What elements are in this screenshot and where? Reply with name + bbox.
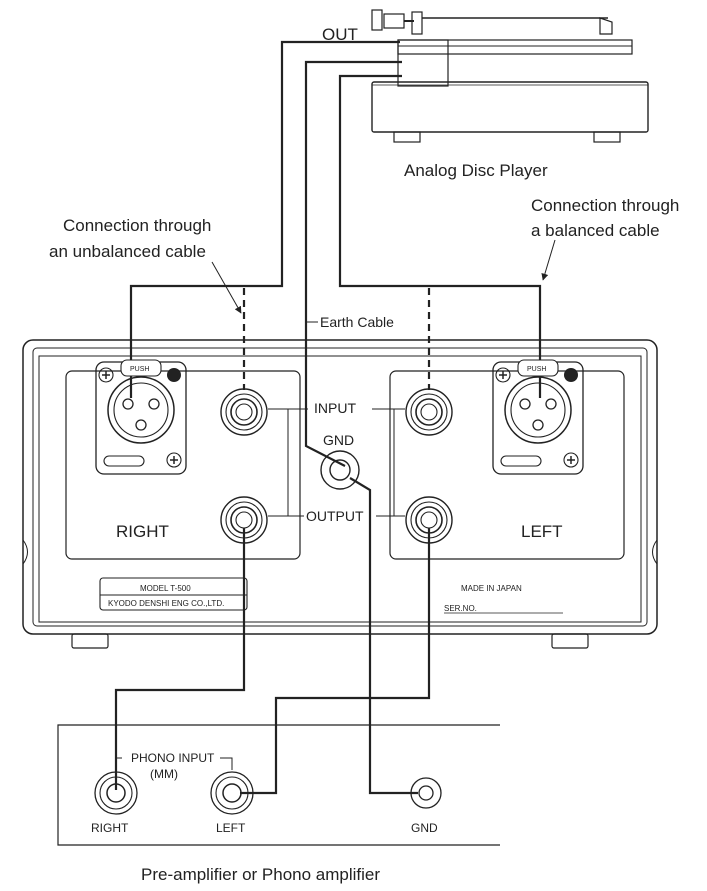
rca-input-right bbox=[220, 388, 268, 436]
amp-gnd-label: GND bbox=[411, 821, 438, 835]
left-channel-label: LEFT bbox=[521, 522, 563, 541]
t500-rear-panel bbox=[22, 339, 658, 649]
unbalanced-annotation-line1: Connection through bbox=[63, 216, 211, 235]
right-channel-label: RIGHT bbox=[116, 522, 169, 541]
unbalanced-dashed-cables bbox=[242, 288, 431, 390]
xlr-input-right bbox=[95, 359, 187, 475]
analog-disc-player-label: Analog Disc Player bbox=[404, 161, 548, 180]
analog-disc-player bbox=[371, 9, 649, 143]
rca-input-left bbox=[405, 388, 453, 436]
model-text: MODEL T-500 bbox=[140, 584, 191, 593]
gnd-terminal-device bbox=[320, 450, 360, 490]
phono-input-label: PHONO INPUT bbox=[131, 751, 215, 765]
label-leaders bbox=[268, 408, 405, 517]
amp-phono-input-left bbox=[210, 771, 254, 815]
unbalanced-annotation-line2: an unbalanced cable bbox=[49, 242, 206, 261]
out-label: OUT bbox=[322, 25, 358, 44]
output-label: OUTPUT bbox=[306, 508, 364, 524]
balanced-arrow bbox=[541, 239, 556, 281]
maker-text: KYODO DENSHI ENG CO.,LTD. bbox=[108, 599, 224, 608]
amp-right-label: RIGHT bbox=[91, 821, 129, 835]
cables bbox=[129, 40, 542, 467]
phono-mm-label: (MM) bbox=[150, 767, 178, 781]
input-label: INPUT bbox=[314, 400, 356, 416]
amp-phono-input-right bbox=[94, 771, 138, 815]
amplifier-caption: Pre-amplifier or Phono amplifier bbox=[141, 865, 380, 884]
serial-number-label: SER.NO. bbox=[444, 604, 477, 613]
unbalanced-arrow bbox=[211, 261, 242, 314]
phono-input-bracket bbox=[115, 757, 233, 770]
made-in-japan-text: MADE IN JAPAN bbox=[461, 584, 522, 593]
balanced-annotation-line2: a balanced cable bbox=[531, 221, 660, 240]
xlr-right-push-label: PUSH bbox=[130, 366, 149, 373]
amplifier-panel bbox=[57, 724, 500, 846]
balanced-annotation-line1: Connection through bbox=[531, 196, 679, 215]
amp-gnd-terminal bbox=[410, 777, 442, 809]
device-gnd-label: GND bbox=[323, 432, 354, 448]
xlr-left-push-label: PUSH bbox=[527, 366, 546, 373]
amp-left-label: LEFT bbox=[216, 821, 246, 835]
earth-cable-label: Earth Cable bbox=[320, 314, 394, 330]
xlr-input-left bbox=[492, 359, 584, 475]
model-plate bbox=[99, 577, 248, 611]
output-cables bbox=[114, 477, 431, 795]
